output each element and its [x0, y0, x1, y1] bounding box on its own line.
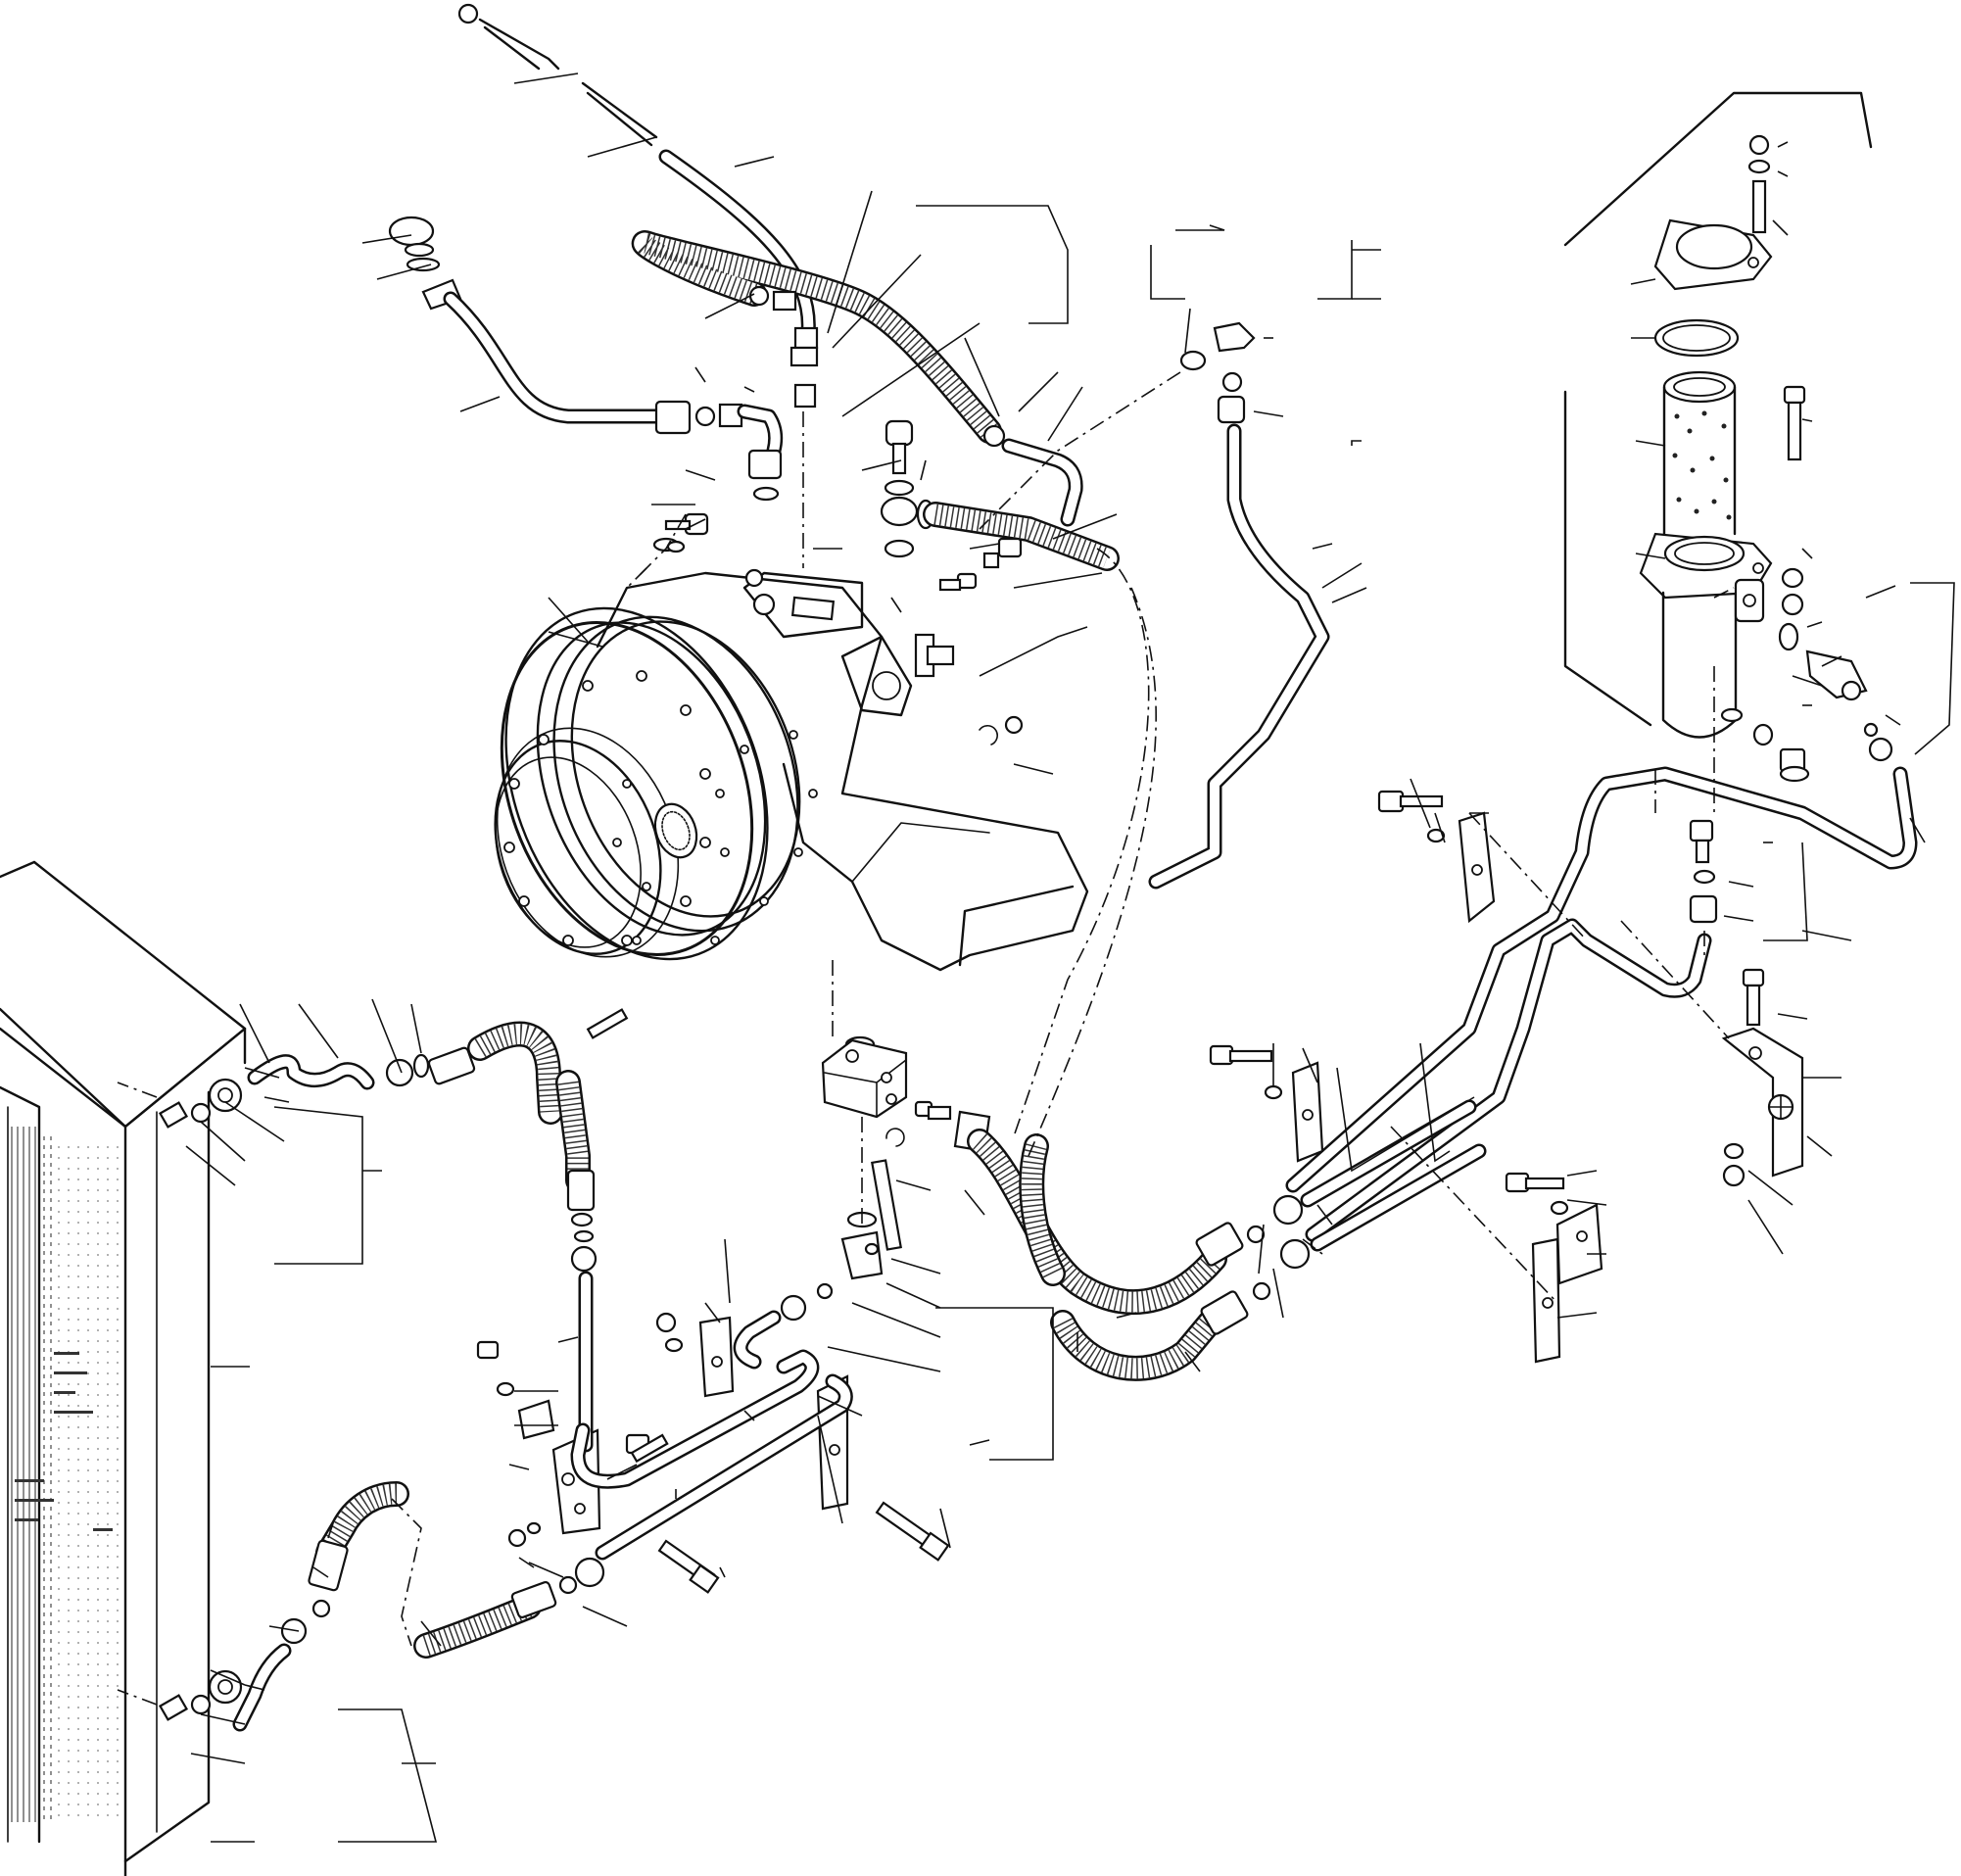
- top-fasteners: [652, 419, 919, 558]
- tee-fitting-line: [1148, 321, 1330, 890]
- cooler-lines: [1285, 766, 1918, 1242]
- transmission-outlet-hose: [914, 499, 1120, 746]
- transmission-housing: [494, 568, 1089, 972]
- oil-filter-assembly: [1563, 91, 1893, 783]
- assembly-center-lines: [117, 371, 1735, 1706]
- flange-bolt-holes: [503, 670, 818, 946]
- filler-neck: [388, 216, 784, 502]
- radiator-fins: [11, 1127, 119, 1822]
- hydraulic-hoses: [232, 1008, 1487, 1732]
- radiator-data-plate: [15, 1352, 113, 1531]
- breather-hose: [631, 230, 1083, 527]
- control-valve-block: [780, 1035, 952, 1322]
- radiator-core: [0, 860, 247, 1876]
- filter-element-perforations: [1672, 410, 1732, 520]
- callout-leaders: [185, 72, 1955, 1843]
- dipstick-and-tube: [457, 3, 819, 409]
